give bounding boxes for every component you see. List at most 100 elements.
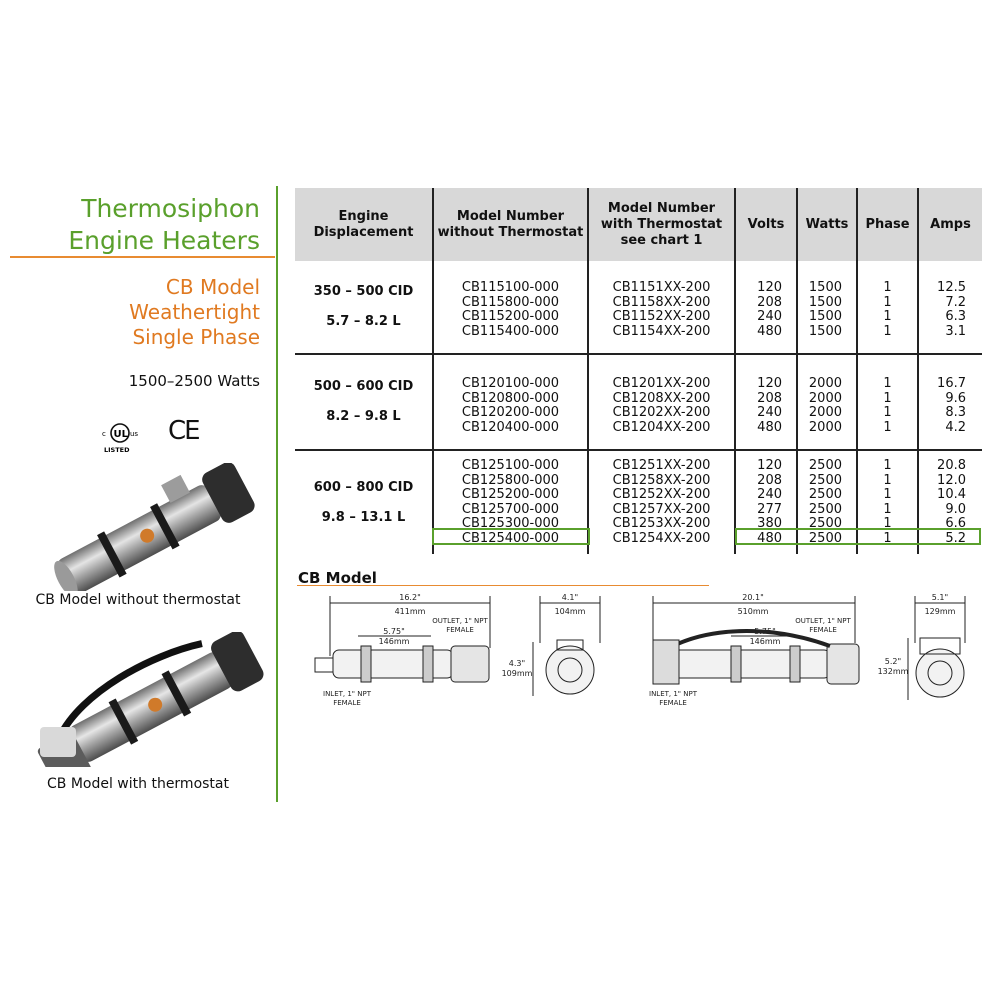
subtitle-line-1: CB Model	[165, 275, 260, 299]
dim-label: 146mm	[750, 637, 781, 646]
thermostat-model-value: CB1202XX-200	[612, 405, 711, 420]
amps-value: 4.2	[945, 419, 966, 435]
dim-label: 5.2"	[885, 657, 901, 666]
watts-value: 2500	[808, 487, 842, 502]
dim-label: 146mm	[379, 637, 410, 646]
model-number-value: CB125800-000	[461, 472, 560, 488]
thermostat-model-value: CB1201XX-200	[612, 376, 711, 391]
specification-table: Engine Displacement Model Number without…	[295, 188, 982, 554]
dim-label: 16.2"	[399, 593, 421, 602]
phase-value: 1	[883, 530, 892, 546]
ce-mark: CE	[168, 416, 201, 446]
amps-value: 16.7	[937, 376, 966, 391]
amps-value: 5.2	[945, 530, 966, 546]
volts-value: 277	[757, 501, 782, 517]
header-amps: Amps	[918, 188, 982, 261]
amps-value: 6.6	[945, 516, 966, 531]
header-model-with-thermostat: Model Number with Thermostat see chart 1	[588, 188, 736, 261]
ul-listed-icon: c UL us LISTED	[102, 423, 138, 454]
volts-value: 208	[757, 390, 782, 406]
amps-value: 12.5	[937, 280, 966, 295]
phase-value: 1	[883, 405, 892, 420]
watts-value: 2500	[808, 530, 842, 546]
volts-value: 240	[757, 405, 782, 420]
thermostat-model-value: CB1151XX-200	[612, 280, 711, 295]
phase-value: 1	[883, 458, 892, 473]
inlet-label: FEMALE	[333, 699, 361, 707]
inlet-label: FEMALE	[659, 699, 687, 707]
dim-label: 129mm	[925, 607, 956, 616]
dim-label: 4.1"	[562, 593, 578, 602]
dim-label: 510mm	[738, 607, 769, 616]
heater-end-view-1	[545, 645, 595, 695]
inlet-label: INLET, 1" NPT	[323, 690, 372, 698]
watts-value: 2500	[808, 501, 842, 517]
highlight-specs	[735, 528, 981, 545]
inlet-label: INLET, 1" NPT	[649, 690, 698, 698]
watts-value: 2000	[808, 419, 842, 435]
title-line-1: Thermosiphon	[81, 194, 260, 223]
thermostat-model-value: CB1253XX-200	[612, 516, 711, 531]
volts-value: 120	[757, 280, 782, 295]
header-text: Model Number	[456, 208, 565, 224]
subtitle-line-3: Single Phase	[132, 325, 260, 349]
volts-value: 208	[757, 472, 782, 488]
heater-photo-with-thermostat	[37, 632, 264, 767]
header-text: with Thermostat	[600, 216, 723, 232]
header-text: see chart 1	[620, 232, 703, 248]
thermostat-model-value: CB1251XX-200	[612, 458, 711, 473]
watts-value: 2500	[808, 458, 842, 473]
amps-value: 9.0	[945, 501, 966, 517]
amps-value: 9.6	[945, 390, 966, 406]
model-number-value: CB120800-000	[461, 390, 560, 406]
heater-end-view-2	[915, 648, 965, 698]
dim-label: 5.75"	[754, 627, 776, 636]
section-title: CB Model	[298, 569, 377, 587]
amps-value: 6.3	[945, 309, 966, 324]
heater-body-2	[659, 649, 831, 679]
phase-value: 1	[883, 309, 892, 324]
heater-body-1	[332, 649, 454, 679]
displacement-cid: 500 – 600 CID	[313, 379, 414, 394]
displacement-liters: 9.8 – 13.1 L	[321, 509, 406, 525]
amps-value: 7.2	[945, 294, 966, 310]
header-text: without Thermostat	[437, 224, 584, 240]
column-divider	[276, 186, 278, 802]
thermostat-model-value: CB1204XX-200	[612, 419, 711, 435]
subtitle: CB Model Weathertight Single Phase	[129, 275, 260, 350]
watts-value: 1500	[808, 294, 842, 310]
volts-value: 480	[757, 530, 782, 546]
model-number-value: CB120100-000	[461, 376, 560, 391]
title-divider	[10, 256, 275, 258]
outlet-label: FEMALE	[446, 626, 474, 634]
dim-label: 109mm	[502, 669, 533, 678]
amps-value: 10.4	[937, 487, 966, 502]
highlight-model-number	[432, 528, 590, 545]
watts-value: 1500	[808, 280, 842, 295]
displacement-liters: 5.7 – 8.2 L	[326, 314, 401, 329]
model-number-value: CB125300-000	[461, 516, 560, 531]
model-number-value: CB125200-000	[461, 487, 560, 502]
phase-value: 1	[883, 294, 892, 310]
page-title: Thermosiphon Engine Heaters	[68, 193, 260, 257]
volts-value: 240	[757, 309, 782, 324]
dim-label: 5.75"	[383, 627, 405, 636]
header-text: Model Number	[607, 200, 716, 216]
watts-value: 2500	[808, 472, 842, 488]
model-number-value: CB120400-000	[461, 419, 560, 435]
thermostat-model-value: CB1158XX-200	[612, 294, 711, 310]
volts-value: 240	[757, 487, 782, 502]
outlet-label: OUTLET, 1" NPT	[795, 617, 851, 625]
watts-value: 1500	[808, 309, 842, 324]
volts-value: 380	[757, 516, 782, 531]
